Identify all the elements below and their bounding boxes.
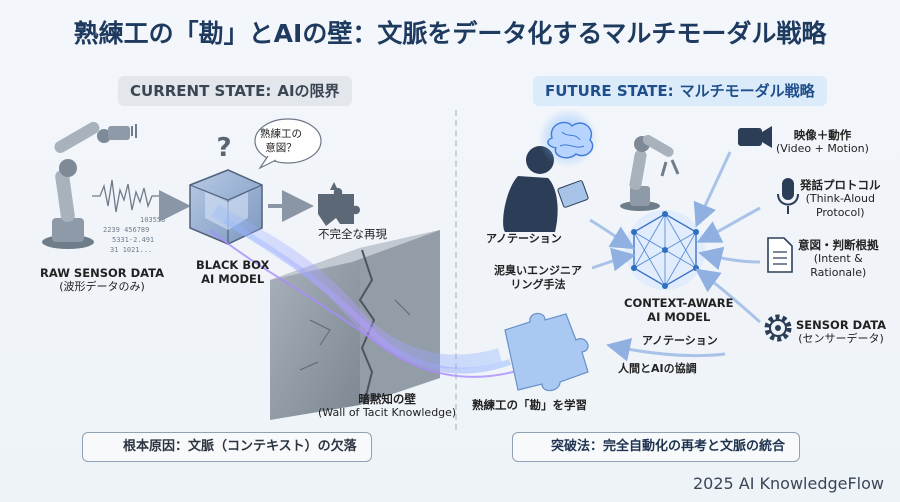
context-model-line2: AI MODEL	[647, 310, 711, 324]
bubble-line1: 熟練工の	[260, 128, 302, 140]
knowledge-flow-ribbon	[209, 204, 521, 378]
collaboration-label: 人間とAIの協調	[618, 362, 697, 375]
input-intent-sub1: (Intent &	[813, 252, 863, 265]
context-aware-network-icon	[625, 210, 705, 290]
page-title: 熟練工の「勘」とAIの壁：文脈をデータ化するマルチモーダル戦略	[73, 19, 827, 48]
future-state-prefix: FUTURE STATE:	[545, 82, 674, 100]
annotation-bottom-label: アノテーション	[642, 334, 718, 347]
engineering-label: 泥臭いエンジニア リング手法	[494, 264, 582, 292]
video-camera-icon	[738, 126, 772, 148]
input-speech-sub1: (Think-Aloud	[805, 192, 875, 205]
current-state-header: CURRENT STATE: AIの限界	[118, 76, 352, 106]
robot-arm-right-icon	[620, 134, 680, 211]
input-sensor-title: SENSOR DATA	[796, 318, 887, 332]
root-cause-text: 根本原因：文脈（コンテキスト）の欠落	[123, 439, 357, 454]
wall-title: 暗黙知の壁	[358, 392, 416, 406]
context-model-line1: CONTEXT-AWARE	[624, 296, 734, 310]
context-model-label: CONTEXT-AWARE AI MODEL	[624, 296, 734, 324]
engineering-line2: リング手法	[510, 278, 566, 291]
section-divider	[455, 110, 457, 430]
input-arrows	[589, 151, 761, 362]
root-cause-box: 根本原因：文脈（コンテキスト）の欠落	[82, 432, 372, 462]
raw-sensor-label: RAW SENSOR DATA (波形データのみ)	[40, 266, 164, 294]
bubble-text: 熟練工の 意図？	[260, 127, 302, 155]
input-video-title: 映像＋動作	[793, 128, 852, 142]
input-intent-label: 意図・判断根拠 (Intent & Rationale)	[798, 238, 879, 280]
bubble-line2: 意図？	[265, 142, 297, 154]
black-box-line1: BLACK BOX	[196, 258, 270, 272]
current-state-text: AIの限界	[277, 82, 340, 100]
input-video-sub: (Video + Motion)	[776, 142, 869, 155]
incomplete-reproduction-label: 不完全な再現	[318, 227, 387, 241]
learn-label: 熟練工の「勘」を学習	[472, 398, 587, 412]
wall-label: 暗黙知の壁 (Wall of Tacit Knowledge)	[318, 392, 456, 420]
wall-sub: (Wall of Tacit Knowledge)	[318, 406, 457, 419]
raw-sensor-title: RAW SENSOR DATA	[40, 266, 165, 280]
brain-icon	[547, 121, 594, 159]
speech-bubble	[254, 118, 322, 170]
raw-sensor-sub: (波形データのみ)	[59, 280, 145, 293]
microphone-icon	[777, 178, 799, 214]
expert-worker-icon	[503, 146, 589, 232]
breakthrough-box: 突破法：完全自動化の再考と文脈の統合	[512, 432, 801, 462]
breakthrough-text: 突破法：完全自動化の再考と文脈の統合	[551, 439, 786, 454]
input-speech-sub2: Protocol)	[815, 206, 865, 219]
sensor-number-2: 5331-2.491	[112, 236, 154, 244]
footer-credit: 2025 AI KnowledgeFlow	[692, 474, 884, 493]
input-speech-label: 発話プロトコル (Think-Aloud Protocol)	[800, 178, 881, 220]
learned-puzzle-icon	[504, 312, 589, 392]
current-state-prefix: CURRENT STATE:	[130, 82, 272, 100]
waveform-icon	[92, 179, 160, 213]
question-mark-icon: ?	[216, 133, 231, 163]
black-box-label: BLACK BOX AI MODEL	[196, 258, 269, 286]
future-state-header: FUTURE STATE: マルチモーダル戦略	[533, 76, 827, 106]
gear-icon	[764, 314, 792, 342]
input-sensor-sub: (センサーデータ)	[798, 332, 884, 345]
document-icon	[767, 237, 793, 273]
broken-puzzle-icon	[318, 182, 360, 226]
future-state-text: マルチモーダル戦略	[679, 82, 815, 100]
input-sensor-label: SENSOR DATA (センサーデータ)	[796, 318, 886, 346]
input-intent-sub2: Rationale)	[810, 266, 867, 279]
input-video-label: 映像＋動作 (Video + Motion)	[776, 128, 869, 156]
sensor-number-0: 103553	[140, 216, 165, 224]
black-box-line2: AI MODEL	[201, 272, 265, 286]
robot-arm-icon	[42, 121, 137, 249]
sensor-number-1: 2239 456789	[103, 226, 149, 234]
engineering-line1: 泥臭いエンジニア	[494, 264, 582, 277]
annotation-left-label: アノテーション	[486, 232, 562, 245]
input-intent-title: 意図・判断根拠	[798, 238, 879, 252]
input-speech-title: 発話プロトコル	[800, 178, 881, 192]
sensor-number-3: 31 1021...	[110, 246, 152, 254]
